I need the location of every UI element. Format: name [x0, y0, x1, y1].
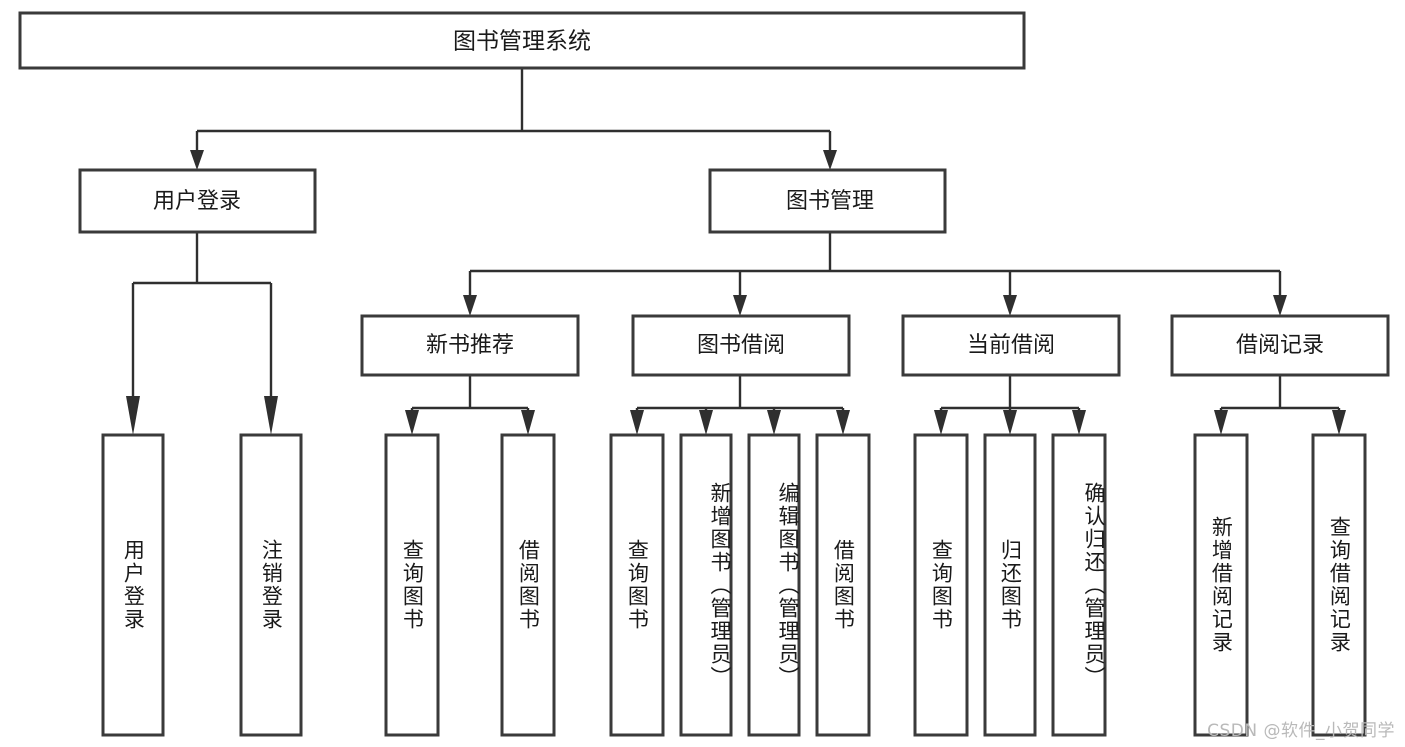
node-leaf-cb-3-box[interactable]	[1051, 433, 1107, 737]
node-new-book-recommend-box[interactable]	[360, 314, 580, 377]
node-borrow-record-box[interactable]	[1170, 314, 1390, 377]
node-new-book-recommend-label: 新书推荐	[426, 333, 514, 358]
arrow-leaf-bb-4	[836, 410, 850, 435]
node-leaf-nbr-2-box[interactable]	[500, 433, 556, 737]
node-leaf-user-login-2-box[interactable]	[239, 433, 303, 737]
node-leaf-br-2-box[interactable]	[1311, 433, 1367, 737]
node-book-management-box[interactable]	[708, 168, 947, 234]
watermark-text: CSDN @软件_小贺同学	[1207, 721, 1395, 741]
arrow-leaf-user-login-2	[264, 396, 278, 435]
node-book-borrow-label: 图书借阅	[697, 333, 785, 358]
node-user-login-box[interactable]	[78, 168, 317, 234]
arrow-leaf-user-login-1	[126, 396, 140, 435]
node-root-label: 图书管理系统	[453, 29, 591, 55]
arrow-leaf-nbr-1	[405, 410, 419, 435]
node-leaf-bb-4-box[interactable]	[815, 433, 871, 737]
node-book-borrow-box[interactable]	[631, 314, 851, 377]
node-root-box[interactable]	[18, 11, 1026, 70]
node-leaf-cb-1-box[interactable]	[913, 433, 969, 737]
node-current-borrow-box[interactable]	[901, 314, 1121, 377]
nodes-layer: 图书管理系统 用户登录 图书管理 新书推荐 图书借阅 当前借阅 借阅记录	[18, 11, 1390, 737]
node-book-management-label: 图书管理	[786, 189, 874, 214]
arrow-leaf-cb-1	[934, 410, 948, 435]
arrow-borrow-record	[1273, 295, 1287, 316]
arrow-leaf-cb-3	[1072, 410, 1086, 435]
arrow-user-login	[190, 150, 204, 170]
arrow-leaf-bb-1	[630, 410, 644, 435]
node-leaf-cb-2-box[interactable]	[983, 433, 1037, 737]
arrow-new-book-recommend	[463, 295, 477, 316]
edges-layer	[126, 68, 1346, 435]
node-leaf-nbr-1-box[interactable]	[384, 433, 440, 737]
node-borrow-record-label: 借阅记录	[1236, 333, 1324, 358]
arrow-leaf-cb-2	[1003, 410, 1017, 435]
node-current-borrow-label: 当前借阅	[967, 333, 1055, 358]
arrow-leaf-bb-3	[767, 410, 781, 435]
arrow-book-borrow	[733, 295, 747, 316]
node-leaf-bb-2-box[interactable]	[679, 433, 733, 737]
node-leaf-bb-1-box[interactable]	[609, 433, 665, 737]
arrow-leaf-nbr-2	[521, 410, 535, 435]
node-leaf-user-login-1-box[interactable]	[101, 433, 165, 737]
arrow-leaf-bb-2	[699, 410, 713, 435]
arrow-book-mgmt	[823, 150, 837, 170]
arrow-current-borrow	[1003, 295, 1017, 316]
node-leaf-br-1-box[interactable]	[1193, 433, 1249, 737]
node-user-login-label: 用户登录	[153, 189, 241, 214]
arrow-leaf-br-1	[1214, 410, 1228, 435]
arrow-leaf-br-2	[1332, 410, 1346, 435]
node-leaf-bb-3-box[interactable]	[747, 433, 801, 737]
